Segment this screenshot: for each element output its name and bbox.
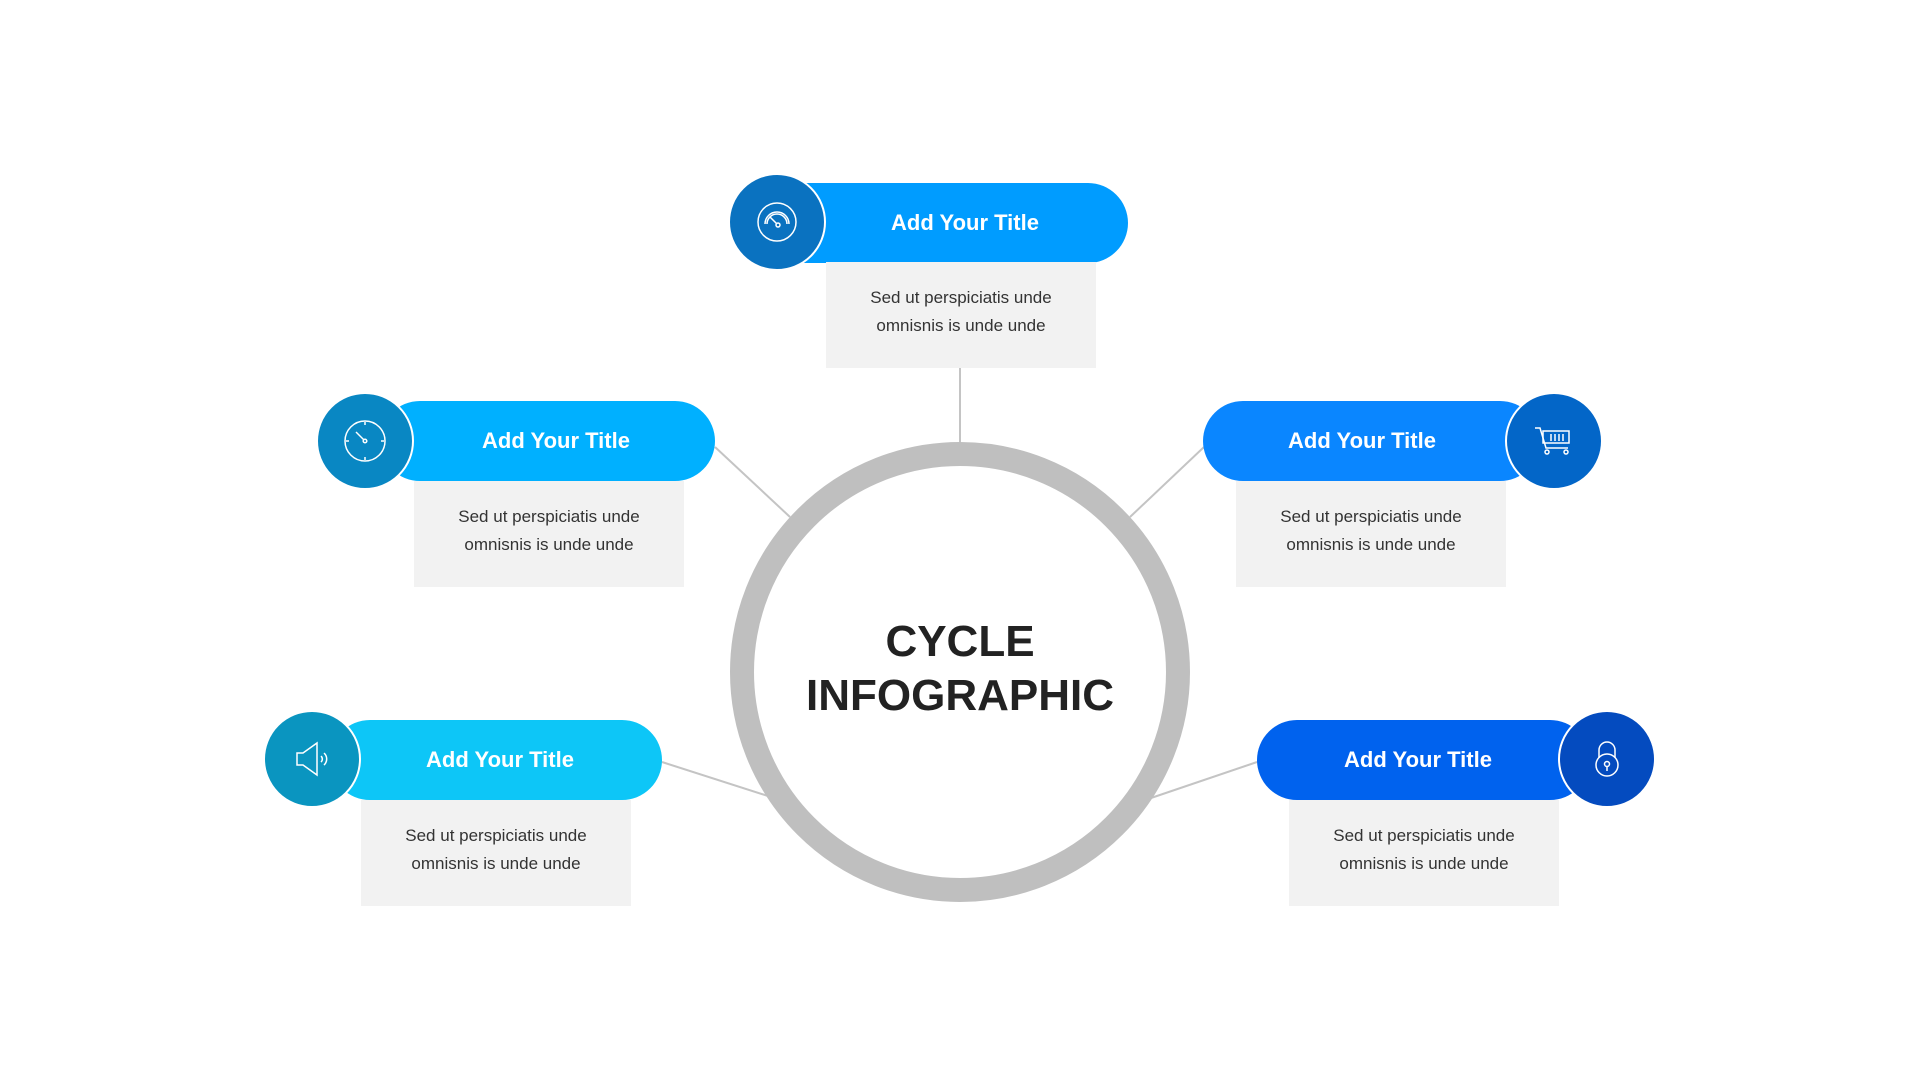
- connector-line: [714, 446, 791, 518]
- center-title: CYCLE INFOGRAPHIC: [760, 615, 1160, 723]
- item-title: Add Your Title: [1344, 747, 1492, 772]
- padlock-icon: [1595, 741, 1619, 777]
- description-line: omnisnis is unde unde: [876, 316, 1046, 335]
- item-icon-circle: [1505, 392, 1603, 490]
- item-title: Add Your Title: [482, 428, 630, 453]
- item-title: Add Your Title: [426, 747, 574, 772]
- connector-line: [1150, 761, 1258, 799]
- item-title-pill: Add Your Title: [380, 401, 715, 481]
- description-line: Sed ut perspiciatis unde: [458, 507, 640, 526]
- title-line-2: INFOGRAPHIC: [806, 671, 1114, 720]
- description-line: Sed ut perspiciatis unde: [405, 826, 587, 845]
- item-description: Sed ut perspiciatis unde omnisnis is unde…: [361, 800, 631, 906]
- connector-line: [661, 761, 769, 797]
- description-line: Sed ut perspiciatis unde: [870, 288, 1052, 307]
- item-icon-circle: [1558, 710, 1656, 808]
- title-line-1: CYCLE: [885, 617, 1035, 666]
- item-title-pill: Add Your Title: [1257, 720, 1590, 800]
- item-description: Sed ut perspiciatis unde omnisnis is unde…: [1236, 481, 1506, 587]
- item-title-pill: Add Your Title: [330, 720, 662, 800]
- item-description: Sed ut perspiciatis unde omnisnis is unde…: [1289, 800, 1559, 906]
- description-line: omnisnis is unde unde: [411, 854, 581, 873]
- item-title: Add Your Title: [1288, 428, 1436, 453]
- description-line: Sed ut perspiciatis unde: [1280, 507, 1462, 526]
- stopwatch-icon: [344, 420, 386, 462]
- description-line: Sed ut perspiciatis unde: [1333, 826, 1515, 845]
- item-title: Add Your Title: [891, 210, 1039, 235]
- connector-line: [1129, 446, 1205, 518]
- speaker-icon: [296, 741, 328, 777]
- description-line: omnisnis is unde unde: [1339, 854, 1509, 873]
- item-description: Sed ut perspiciatis unde omnisnis is unde…: [826, 262, 1096, 368]
- item-icon-circle: [263, 710, 361, 808]
- item-title-pill: Add Your Title: [1203, 401, 1540, 481]
- gauge-icon: [757, 202, 797, 242]
- shopping-cart-icon: [1535, 427, 1570, 455]
- item-description: Sed ut perspiciatis unde omnisnis is unde…: [414, 481, 684, 587]
- center-ring: [730, 442, 1190, 902]
- item-icon-circle: [316, 392, 414, 490]
- description-line: omnisnis is unde unde: [464, 535, 634, 554]
- item-icon-circle: [728, 173, 826, 271]
- description-line: omnisnis is unde unde: [1286, 535, 1456, 554]
